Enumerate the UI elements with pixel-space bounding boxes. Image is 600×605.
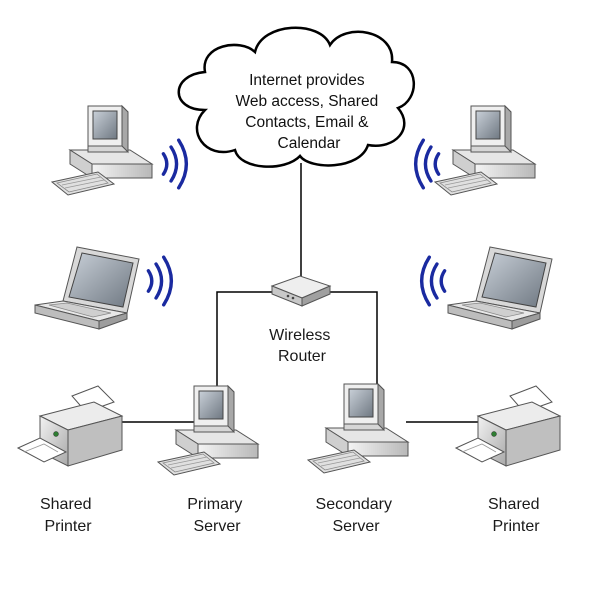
primary-server-label-line-2: Server (193, 518, 241, 535)
desktop-computer-icon (157, 385, 259, 476)
secondary-server-label: Secondary Server (316, 496, 397, 535)
printer-right-label-line-2: Printer (492, 518, 540, 535)
cloud-line-4: Calendar (278, 135, 341, 152)
wifi-signal-icon (416, 140, 439, 188)
wireless-router-icon (270, 275, 332, 307)
router-to-secondary-line (330, 291, 378, 390)
laptop-icon (447, 246, 553, 330)
wifi-signal-icon (422, 257, 445, 305)
desktop-computer-icon (51, 105, 153, 196)
secondary-server-label-line-2: Server (332, 518, 380, 535)
wifi-signal-icon (163, 140, 186, 188)
cloud-line-2: Web access, Shared (235, 93, 378, 110)
router-to-primary-line (216, 291, 272, 390)
printer-icon (17, 385, 123, 467)
cloud-text: Internet provides Web access, Shared Con… (235, 72, 382, 152)
primary-server-label: Primary Server (187, 496, 247, 535)
router-label-line-1: Wireless (269, 327, 330, 344)
printer-icon (455, 385, 561, 467)
cloud-line-3: Contacts, Email & (245, 114, 369, 131)
connection-lines (118, 163, 485, 423)
cloud-line-1: Internet provides (249, 72, 365, 89)
desktop-computer-icon (307, 383, 409, 474)
printer-left-label-line-1: Shared (40, 496, 92, 513)
laptop-icon (34, 246, 140, 330)
cloud-icon (177, 26, 415, 168)
desktop-computer-icon (434, 105, 536, 196)
printer-left-label: Shared Printer (40, 496, 96, 535)
wifi-signal-icon (148, 257, 171, 305)
printer-left-label-line-2: Printer (44, 518, 92, 535)
secondary-server-label-line-1: Secondary (316, 496, 393, 513)
primary-server-label-line-1: Primary (187, 496, 242, 513)
printer-right-label-line-1: Shared (488, 496, 540, 513)
router-label: Wireless Router (269, 327, 335, 365)
router-label-line-2: Router (278, 348, 327, 365)
printer-right-label: Shared Printer (488, 496, 544, 535)
